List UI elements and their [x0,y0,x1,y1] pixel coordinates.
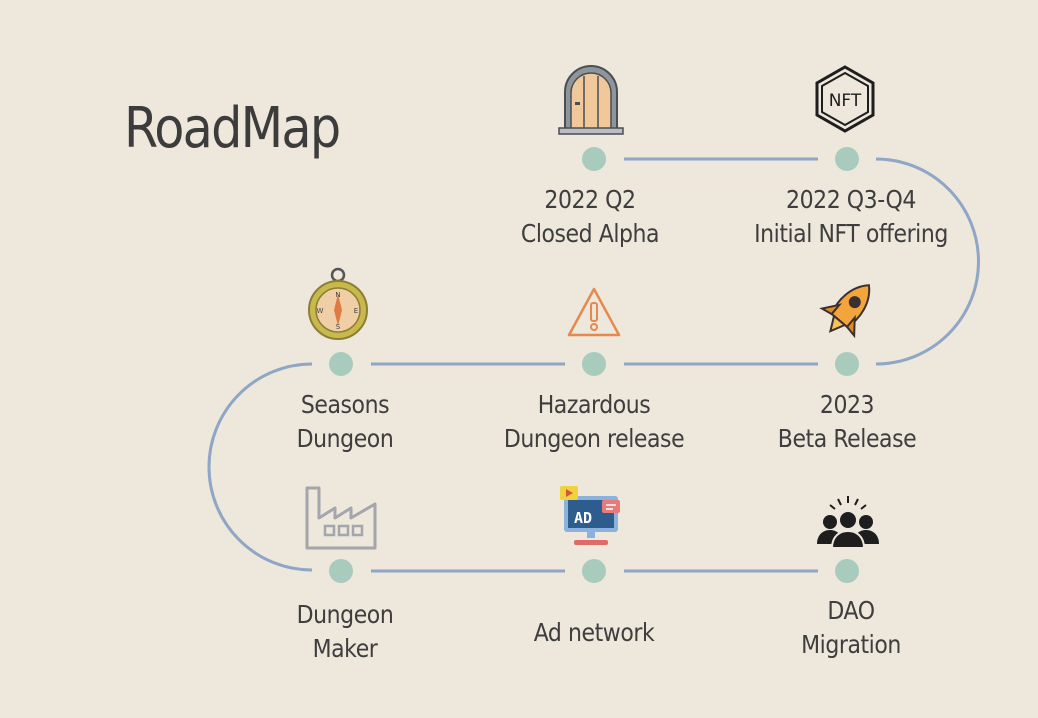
ad-monitor-text: AD [574,509,592,527]
milestone-date: 2023 [819,390,875,419]
milestone-label-seasons-dungeon: Seasons Dungeon [239,388,450,456]
milestone-title: Beta Release [777,424,917,453]
milestone-subtitle: Dungeon release [503,424,685,453]
rocket-icon [819,284,871,339]
path-curve-right [875,157,980,366]
milestone-subtitle: Maker [312,634,378,663]
compass-icon: N S W E [308,267,368,340]
compass-west: W [317,307,324,315]
milestone-node [329,559,353,583]
compass-north: N [335,291,340,299]
door-icon [558,65,624,135]
milestone-label-ad-network: Ad network [488,616,699,650]
milestone-title: Seasons [300,390,390,419]
milestone-label-closed-alpha: 2022 Q2 Closed Alpha [484,183,695,251]
nft-badge-text: NFT [829,91,862,111]
milestone-title: Initial NFT offering [754,219,948,248]
milestone-label-beta-release: 2023 Beta Release [741,388,952,456]
milestone-subtitle: Dungeon [296,424,394,453]
milestone-label-nft-offering: 2022 Q3-Q4 Initial NFT offering [745,183,956,251]
community-icon [817,496,879,549]
milestone-node [835,559,859,583]
warning-icon [567,287,621,337]
milestone-date: 2022 Q3-Q4 [786,185,916,214]
factory-icon [305,486,377,550]
compass-east: E [354,307,358,315]
path-curve-left [207,362,313,572]
milestone-title: DAO [827,596,875,625]
milestone-label-hazardous-dungeon: Hazardous Dungeon release [488,388,699,456]
milestone-node [582,559,606,583]
milestone-title: Dungeon [296,600,394,629]
milestone-subtitle: Migration [801,630,901,659]
milestone-label-dao-migration: DAO Migration [745,594,956,662]
milestone-node [582,352,606,376]
milestone-title: Hazardous [537,390,651,419]
milestone-title: Ad network [533,618,655,647]
milestone-label-dungeon-maker: Dungeon Maker [239,598,450,666]
ad-monitor-icon: AD [560,486,620,545]
milestone-node [582,147,606,171]
page-title: RoadMap [124,96,341,161]
nft-badge-icon: NFT [815,65,875,133]
milestone-node [835,147,859,171]
milestone-title: Closed Alpha [520,219,660,248]
milestone-node [329,352,353,376]
milestone-node [835,352,859,376]
milestone-date: 2022 Q2 [544,185,636,214]
compass-south: S [336,323,341,331]
